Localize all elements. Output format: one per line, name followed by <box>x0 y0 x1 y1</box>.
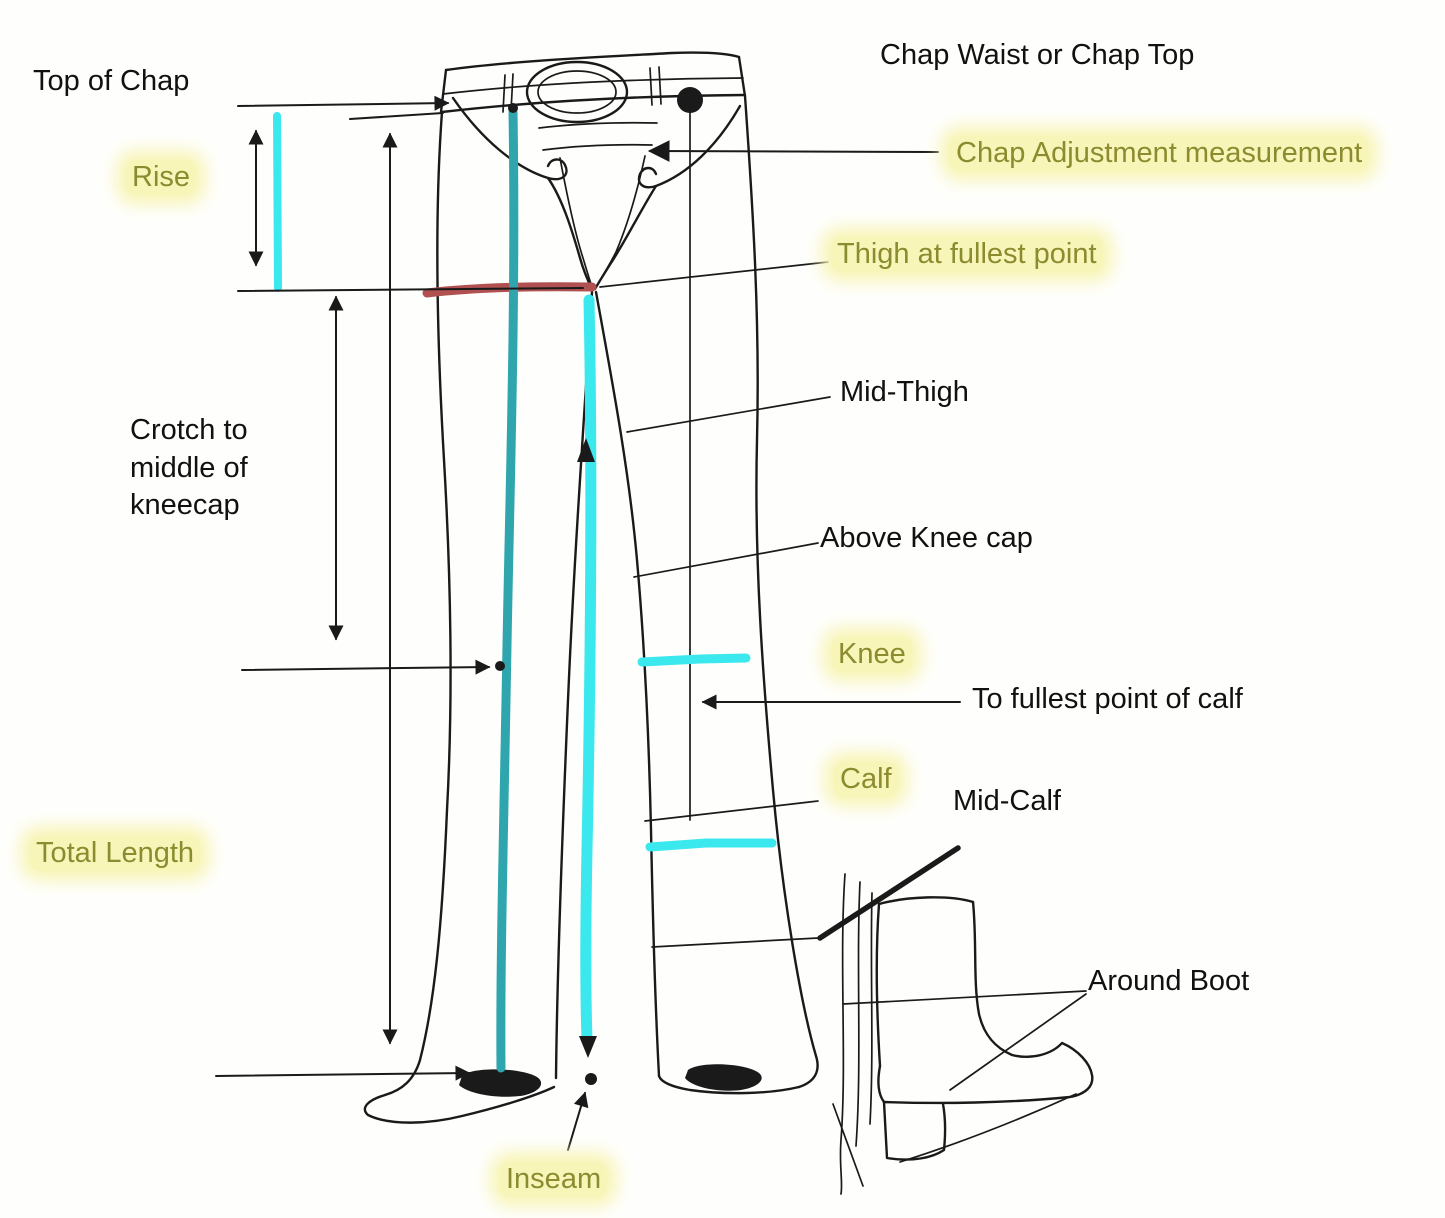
left-leg-outer <box>383 110 452 1097</box>
boot-hatch-2 <box>855 881 861 1147</box>
mid-thigh-line <box>626 396 831 433</box>
label-chap-adjustment: Chap Adjustment measurement <box>950 136 1369 171</box>
calf-line <box>644 800 819 822</box>
right-leg-hem <box>657 1074 801 1095</box>
waistband-seam-upper <box>442 77 744 95</box>
boot-sketch <box>817 845 1094 1195</box>
rise-mark-cyan <box>273 112 282 292</box>
boot-diagonal-line <box>817 845 961 941</box>
boot-hatch-1 <box>839 873 846 1195</box>
above-knee-line <box>633 542 819 578</box>
center-v-right <box>595 155 646 288</box>
right-leg-inner <box>594 290 661 1078</box>
knee-ref-line <box>241 659 491 675</box>
label-knee: Knee <box>832 637 912 672</box>
bottom-baseline <box>215 1065 471 1081</box>
measurement-lines <box>215 87 961 1151</box>
label-mid-thigh: Mid-Thigh <box>840 376 969 408</box>
label-around-boot: Around Boot <box>1088 965 1250 997</box>
boot-heel-front <box>877 1064 886 1104</box>
chap-yoke-left <box>451 96 568 181</box>
boot-sole-line <box>899 1093 1077 1163</box>
right-foot <box>685 1064 762 1091</box>
label-above-knee: Above Knee cap <box>820 522 1033 554</box>
colored-marks <box>273 107 777 1073</box>
boot-shaft-top <box>877 896 975 906</box>
right-leg-outer <box>743 94 819 1089</box>
belt-buckle-inner <box>537 70 617 114</box>
boot-hatch-4 <box>832 1103 864 1187</box>
left-foot <box>459 1069 542 1097</box>
label-total-length: Total Length <box>30 836 201 871</box>
lower-leg-line <box>651 937 819 948</box>
left-leg-hem <box>363 1085 556 1124</box>
crotch-ref-line <box>237 287 584 292</box>
teal-line-top-dot <box>508 103 518 113</box>
chap-adjustment-arrow <box>647 140 939 162</box>
total-length-mark-teal <box>496 107 519 1073</box>
pants-sketch <box>363 51 831 1124</box>
left-leg-inner <box>554 290 594 1080</box>
belt-keepers <box>502 66 662 113</box>
center-v-left <box>559 157 593 288</box>
chap-yoke-right <box>637 104 742 189</box>
calf-mark-cyan <box>645 838 777 852</box>
label-crotch-to-kneecap: Crotch to middle of kneecap <box>130 414 248 522</box>
waist-dot <box>677 87 703 113</box>
boot-shaft-left <box>875 902 882 1068</box>
label-to-fullest-calf: To fullest point of calf <box>972 683 1243 715</box>
label-rise: Rise <box>126 160 197 195</box>
inseam-up-arrowhead <box>577 438 595 462</box>
front-panel-line-1 <box>538 121 658 129</box>
waistband-top <box>444 51 741 72</box>
top-of-chap-line <box>237 95 450 111</box>
inseam-pointer-arrow <box>567 1091 589 1151</box>
chap-yoke-left-lower <box>546 176 594 291</box>
inseam-mark-cyan <box>580 294 597 1046</box>
total-length-top-ref-line <box>349 112 444 120</box>
around-boot-pointer-2 <box>949 993 1087 1091</box>
thigh-pointer-line <box>599 261 829 288</box>
knee-dot <box>495 661 505 671</box>
around-boot-pointer-1 <box>842 990 1087 1005</box>
label-inseam: Inseam <box>500 1162 608 1197</box>
label-thigh-fullest: Thigh at fullest point <box>831 237 1103 272</box>
front-panel-line-2 <box>542 143 653 151</box>
label-chap-waist: Chap Waist or Chap Top <box>880 39 1195 71</box>
boot-heel <box>882 1100 947 1161</box>
label-calf: Calf <box>834 762 898 797</box>
label-mid-calf: Mid-Calf <box>953 785 1061 817</box>
inseam-down-arrowhead <box>579 1036 597 1058</box>
label-top-of-chap: Top of Chap <box>33 65 190 97</box>
boot-shaft-foot <box>882 900 1094 1105</box>
waistband-left-edge <box>439 68 448 114</box>
knee-mark-cyan <box>637 653 751 667</box>
belt-buckle-outer <box>525 60 629 124</box>
boot-hatch-3 <box>869 892 873 1125</box>
waistband-right-edge <box>737 55 747 98</box>
inseam-dot <box>585 1073 597 1085</box>
